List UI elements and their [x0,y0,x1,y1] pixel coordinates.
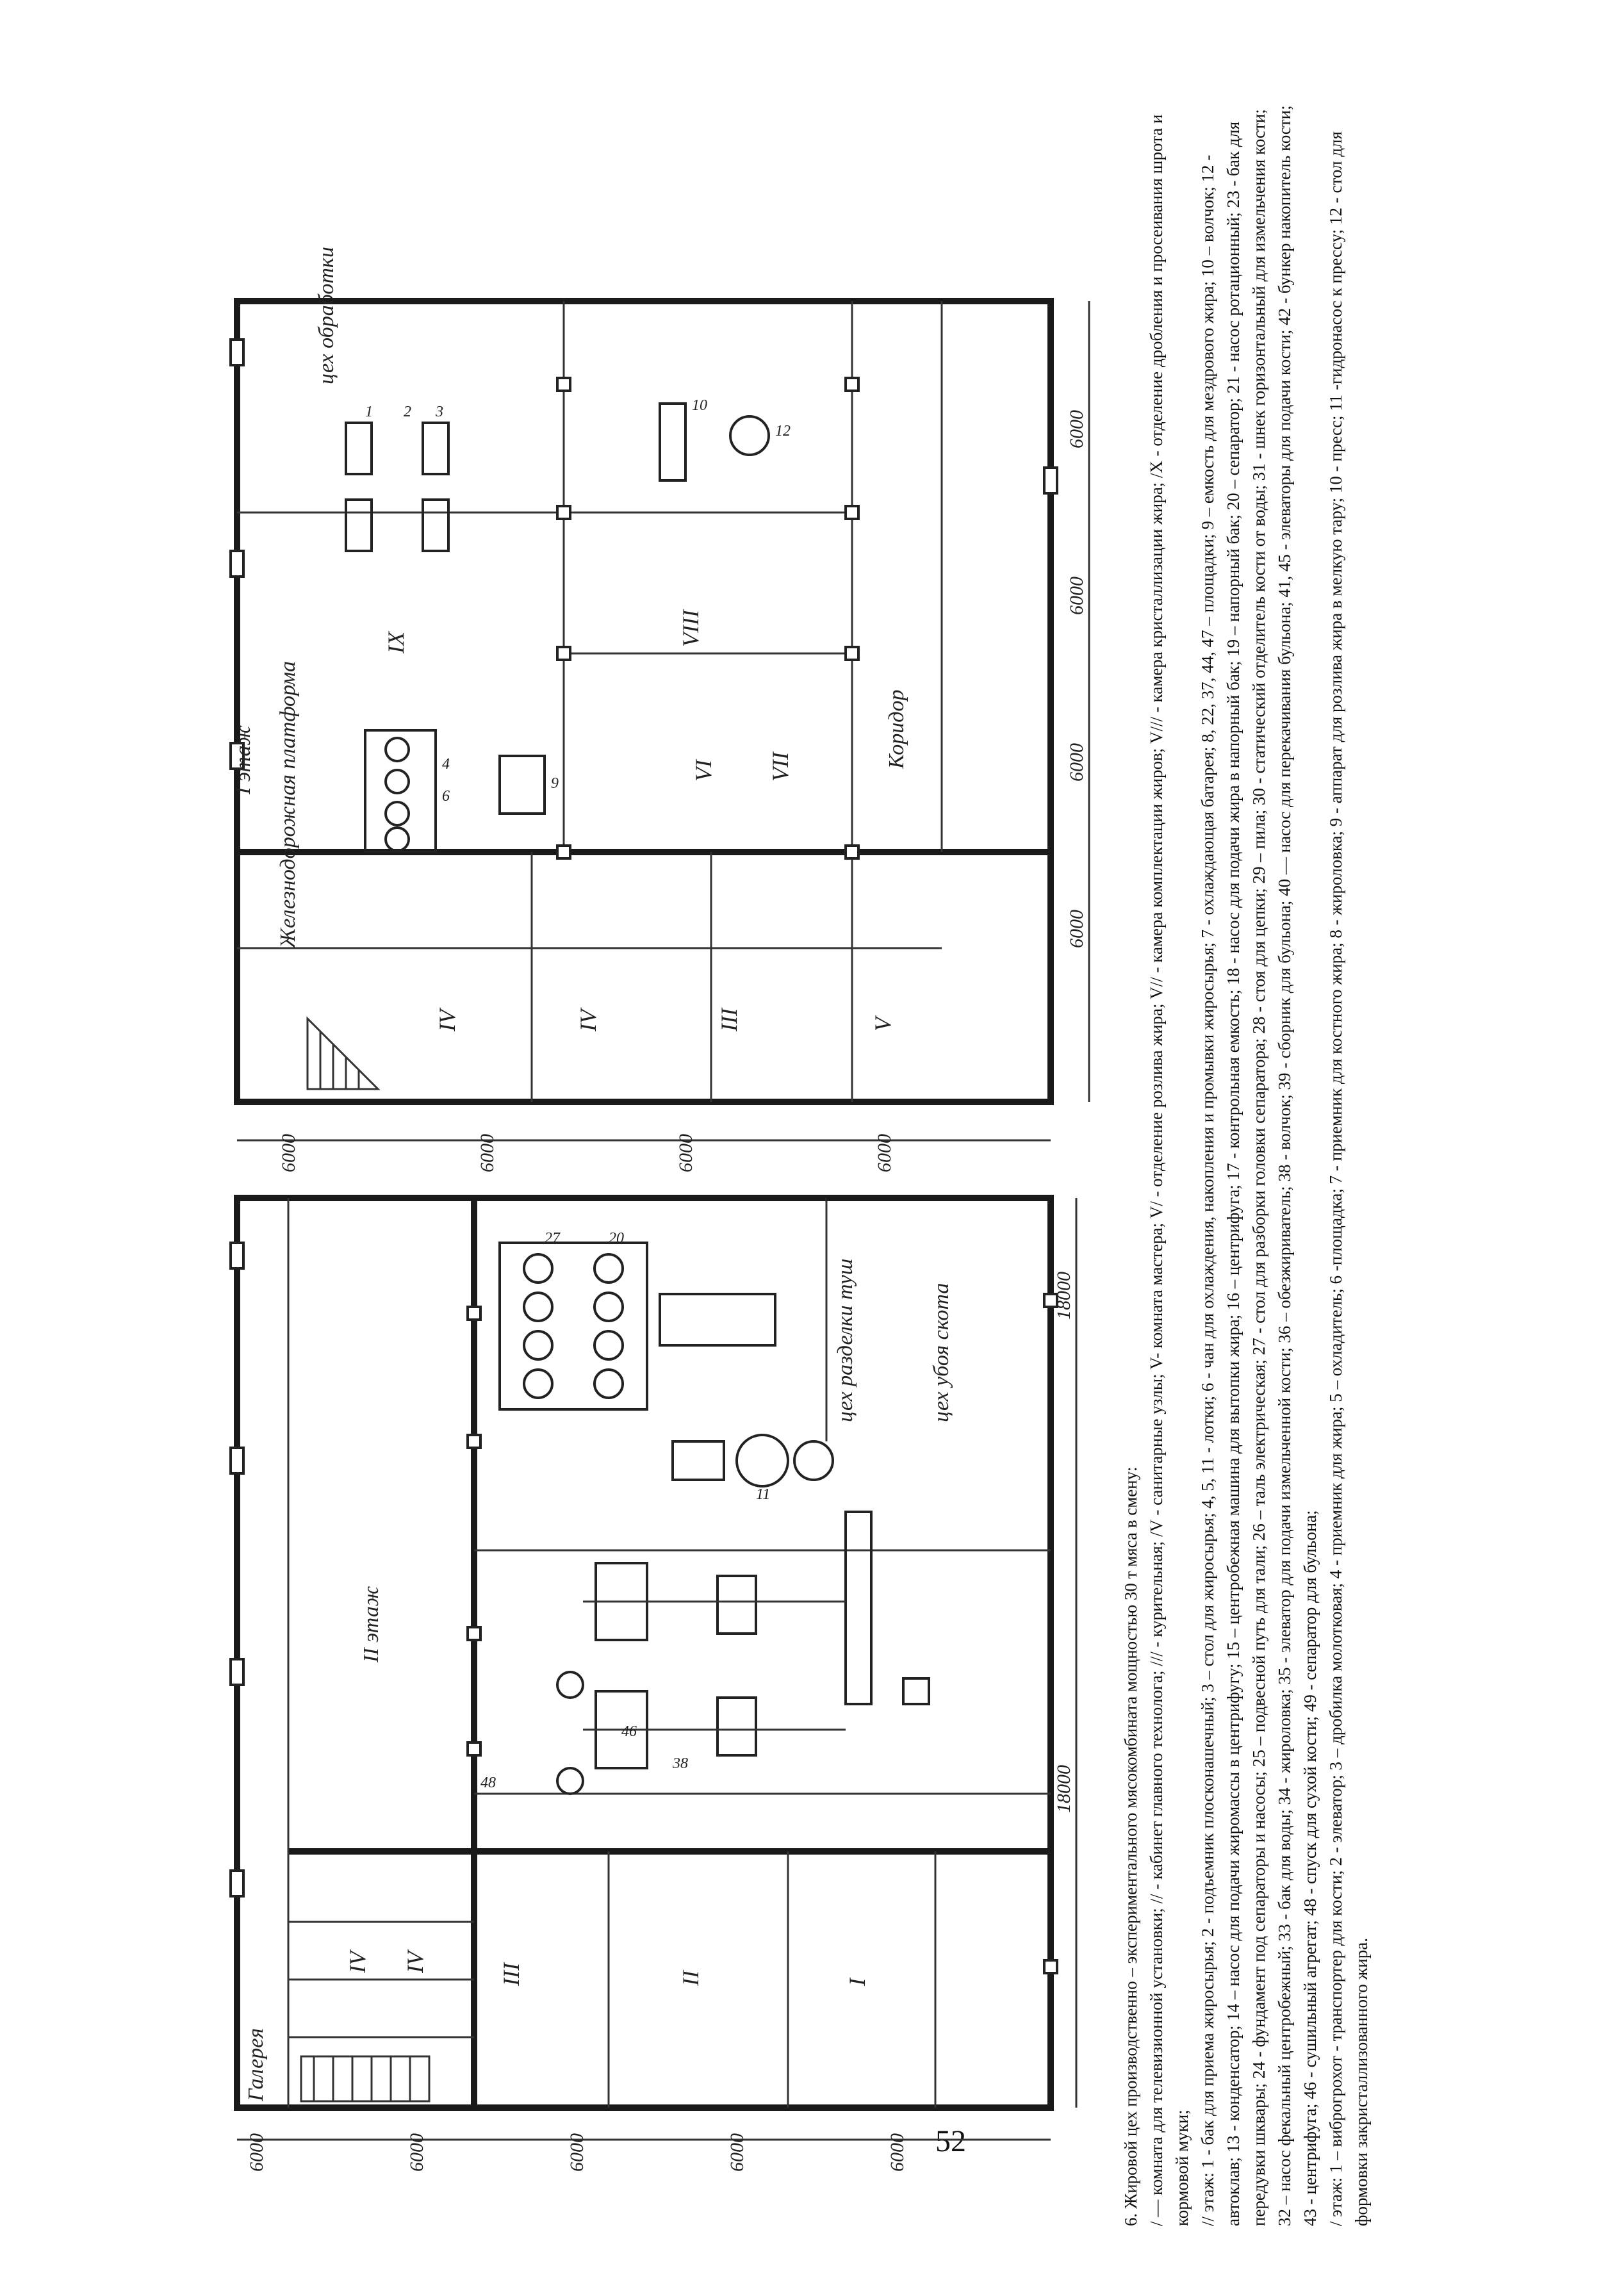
room-label: VII [767,751,793,782]
label-corridor: Коридор [885,690,908,769]
equipment-number: 12 [775,423,791,439]
equipment-number: 9 [551,775,559,792]
room-label: IV [434,1007,460,1032]
room-label: II [678,1969,703,1987]
label-railway: Железнодорожная платформа [276,661,300,949]
floor2-outline [234,1195,1054,2111]
caption-floor2: // этаж: 1 - бак для приема жиросырья; 2… [1198,105,1320,2226]
room-label: I [844,1977,870,1987]
equipment-number: 20 [609,1230,624,1247]
equipment-number: 38 [672,1755,688,1772]
equipment-number: 1 [365,404,373,420]
floor-plans-figure: II этаж Галерея цех разделки туш цех убо… [229,243,1090,2172]
page-number: 52 [935,2124,966,2158]
equipment-number: 4 [442,756,450,773]
dimension-label: 6000 [278,1134,299,1172]
dimension-label: 6000 [477,1134,498,1172]
dimension-label: 6000 [406,2133,427,2172]
dimension-label: 6000 [726,2133,748,2172]
room-label: VI [691,758,716,782]
floor1-outline [234,298,1054,1105]
label-shop-cutting: цех разделки туш [833,1259,857,1422]
dimension-label: 6000 [887,2133,908,2172]
floor1-equipment [345,402,770,853]
floor2-columns [229,1242,1058,1974]
room-label: III [716,1007,742,1032]
room-label: III [498,1962,524,1987]
room-label: IX [383,630,409,654]
floor1-columns [229,338,1058,860]
floor2-title: II этаж [359,1586,383,1663]
equipment-number: 10 [692,397,707,414]
floor2-equipment [498,1242,930,1795]
equipment-number: 46 [621,1723,637,1740]
figure-caption: 6. Жировой цех производственно – экспери… [1118,93,1374,2226]
dimension-label: 6000 [1066,743,1087,782]
plan-floor-1: Железнодорожная платформа цех обработки … [229,243,1090,1172]
room-label: IV [345,1949,370,1974]
label-shop-byproducts: цех обработки субпродуктов [315,243,338,384]
room-label: V [870,1015,896,1031]
room-label: IV [402,1949,428,1974]
equipment-number: 48 [480,1775,496,1791]
room-label: VIII [678,609,703,647]
equipment-number: 3 [435,404,443,420]
dimension-label: 6000 [566,2133,587,2172]
dimension-label: 6000 [1066,577,1087,615]
dimension-label: 6000 [246,2133,267,2172]
caption-floor1: / этаж: 1 – виброгрохот - транспортер дл… [1326,131,1371,2226]
dimension-label: 6000 [675,1134,696,1172]
equipment-number: 27 [545,1230,561,1247]
dimension-label: 18000 [1053,1272,1074,1320]
floor1-title: I этаж [231,725,255,795]
label-shop-slaughter: цех убоя скота [930,1283,953,1422]
dimension-label: 18000 [1053,1765,1074,1813]
dimension-label: 6000 [1066,410,1087,448]
dimension-label: 6000 [1066,910,1087,948]
label-gallery: Галерея [244,2028,268,2102]
equipment-number: 6 [442,788,450,805]
plan-floor-2: II этаж Галерея цех разделки туш цех убо… [229,1195,1078,2172]
caption-rooms: / — комната для телевизионной установки;… [1147,114,1192,2226]
room-label: IV [575,1007,601,1032]
caption-title: 6. Жировой цех производственно – экспери… [1121,1466,1140,2226]
equipment-number: 11 [756,1486,770,1503]
dimension-label: 6000 [874,1134,895,1172]
equipment-number: 2 [404,404,411,420]
